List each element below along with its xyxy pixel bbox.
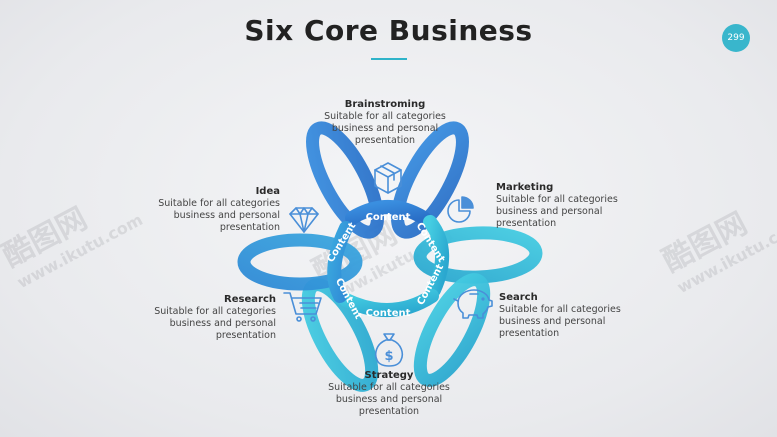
- content-label: Content: [366, 308, 411, 319]
- item-desc-line: Suitable for all categories: [154, 306, 276, 317]
- item-title: Idea: [255, 186, 280, 197]
- content-ring: [327, 200, 450, 317]
- content-arc: [327, 221, 353, 303]
- item-desc-line: business and personal: [169, 318, 276, 329]
- item-marketing: Marketing Suitable for all categories bu…: [496, 182, 636, 230]
- item-desc-line: Suitable for all categories: [496, 194, 618, 205]
- petal: [306, 121, 384, 239]
- item-desc-line: presentation: [219, 222, 280, 233]
- item-desc-line: presentation: [354, 135, 416, 146]
- content-arc: [339, 289, 439, 317]
- petal: [237, 233, 363, 291]
- item-title: Strategy: [364, 370, 414, 381]
- item-desc-line: presentation: [496, 218, 557, 229]
- title-underline: [371, 58, 407, 60]
- diamond-icon: [289, 207, 319, 233]
- content-arc: [345, 200, 431, 225]
- content-label: Content: [366, 212, 411, 223]
- petal: [413, 273, 491, 387]
- item-desc-line: presentation: [358, 406, 420, 417]
- item-desc-line: Suitable for all categories: [328, 382, 450, 393]
- item-desc-line: Suitable for all categories: [158, 198, 280, 209]
- item-title: Marketing: [496, 182, 554, 193]
- page-title: Six Core Business: [244, 14, 533, 47]
- item-desc-line: Suitable for all categories: [499, 304, 621, 315]
- pie-chart-icon: [447, 196, 474, 223]
- item-desc-line: business and personal: [335, 394, 443, 405]
- item-desc-line: business and personal: [499, 316, 606, 327]
- svg-text:$: $: [384, 349, 393, 364]
- item-desc-line: presentation: [215, 330, 276, 341]
- box-icon: [374, 162, 402, 194]
- shopping-cart-icon: [283, 292, 322, 322]
- page-number-badge: 299: [722, 24, 750, 52]
- petal: [391, 121, 469, 239]
- content-arc: [423, 215, 450, 297]
- piggy-bank-icon: [453, 289, 493, 319]
- petal-group: [237, 121, 543, 392]
- money-bag-icon: $: [374, 333, 404, 367]
- item-brainstorming: Brainstroming Suitable for all categorie…: [312, 99, 458, 147]
- item-research: Research Suitable for all categories bus…: [136, 294, 276, 342]
- item-idea: Idea Suitable for all categories busines…: [140, 186, 280, 234]
- item-strategy: Strategy Suitable for all categories bus…: [316, 370, 462, 418]
- item-search: Search Suitable for all categories busin…: [499, 292, 639, 340]
- item-desc-line: business and personal: [173, 210, 280, 221]
- item-desc-line: Suitable for all categories: [324, 111, 446, 122]
- item-title: Search: [499, 292, 538, 303]
- item-desc-line: presentation: [499, 328, 560, 339]
- item-title: Research: [224, 294, 276, 305]
- item-title: Brainstroming: [344, 99, 426, 110]
- item-desc-line: business and personal: [496, 206, 603, 217]
- item-desc-line: business and personal: [331, 123, 439, 134]
